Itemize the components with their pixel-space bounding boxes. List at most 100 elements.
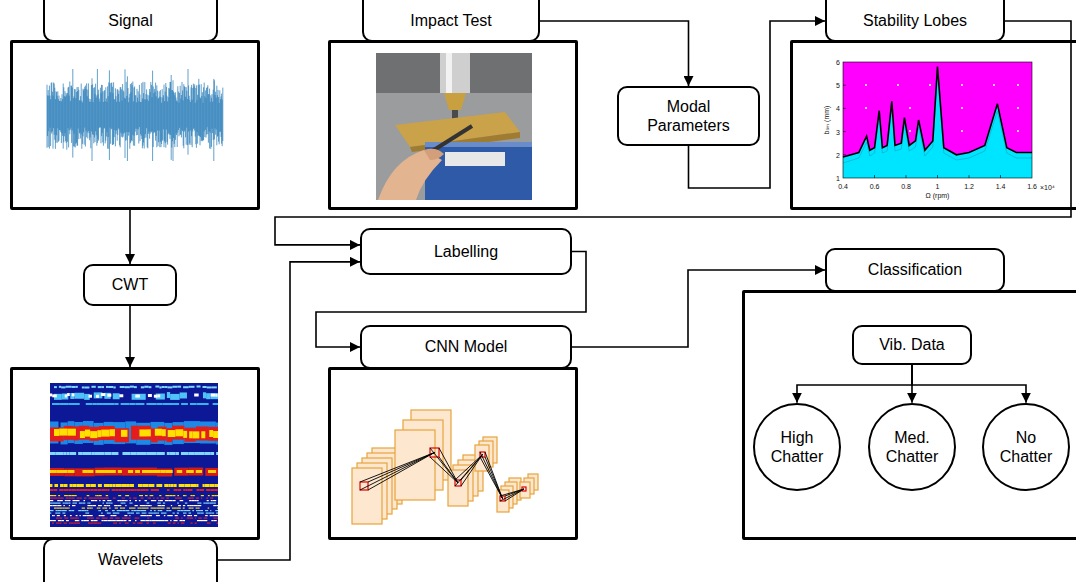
- wavelet-scalogram: [198, 510, 201, 511]
- cnn-illustration: [368, 453, 435, 491]
- wavelet-scalogram: [156, 484, 159, 487]
- wavelet-scalogram: [118, 489, 121, 491]
- axis-tick-label: 6: [836, 59, 840, 66]
- wavelet-scalogram: [177, 495, 179, 496]
- wavelet-scalogram: [84, 386, 89, 388]
- wavelet-scalogram: [177, 513, 179, 514]
- wavelet-scalogram: [169, 495, 172, 496]
- wavelet-scalogram: [129, 498, 131, 499]
- flow-arrow: [129, 306, 131, 367]
- wavelet-scalogram: [189, 508, 192, 509]
- wavelet-scalogram: [209, 430, 213, 437]
- wavelet-scalogram: [205, 510, 208, 511]
- wavelet-scalogram: [90, 515, 93, 516]
- signal-waveform: [47, 69, 223, 161]
- wavelet-scalogram: [106, 386, 108, 388]
- wavelet-scalogram: [172, 386, 177, 388]
- wavelet-scalogram: [205, 468, 218, 476]
- wavelet-scalogram: [146, 520, 150, 521]
- cnn-illustration: [395, 430, 435, 500]
- stability-lobe-chart: [865, 84, 1019, 132]
- flow-arrow: [275, 21, 1071, 245]
- wavelet-scalogram: [147, 452, 156, 455]
- wavelet-scalogram: [107, 500, 110, 501]
- wavelet-scalogram: [115, 518, 117, 519]
- wavelet-scalogram: [128, 520, 131, 521]
- wavelet-scalogram: [109, 508, 111, 509]
- wavelet-scalogram: [169, 500, 173, 501]
- wavelet-scalogram: [158, 520, 162, 521]
- wavelet-scalogram: [67, 429, 76, 436]
- wavelet-scalogram: [70, 515, 72, 516]
- wavelet-scalogram: [75, 520, 78, 521]
- wavelet-scalogram: [207, 523, 211, 524]
- wavelet-scalogram: [174, 489, 178, 491]
- wavelet-scalogram: [190, 523, 192, 524]
- wavelet-scalogram: [115, 428, 129, 442]
- panel-heading-tab: Signal: [43, 0, 218, 42]
- wavelet-scalogram: [191, 498, 194, 499]
- wavelet-scalogram: [89, 503, 91, 504]
- wavelet-scalogram: [163, 503, 165, 504]
- wavelet-scalogram: [123, 508, 125, 509]
- wavelet-scalogram: [59, 489, 63, 491]
- wavelet-scalogram: [50, 510, 54, 511]
- wavelet-scalogram: [109, 503, 111, 504]
- wavelet-scalogram: [175, 429, 183, 436]
- wavelet-scalogram: [117, 518, 120, 519]
- wavelet-scalogram: [124, 503, 126, 504]
- wavelet-scalogram: [108, 505, 110, 506]
- wavelet-scalogram: [121, 484, 126, 487]
- wavelet-scalogram: [180, 500, 184, 501]
- wavelet-scalogram: [112, 510, 115, 511]
- flow-arrow: [540, 21, 689, 86]
- node-label: Med. Chatter: [880, 428, 944, 466]
- wavelet-scalogram: [174, 520, 178, 521]
- wavelet-scalogram: [165, 520, 168, 521]
- wavelet-scalogram: [158, 510, 160, 511]
- wavelet-scalogram: [82, 452, 92, 455]
- wavelet-scalogram: [145, 513, 146, 514]
- axis-tick-label: 4: [836, 105, 840, 112]
- wavelet-scalogram: [152, 513, 154, 514]
- wavelet-scalogram: [168, 386, 173, 388]
- cnn-illustration: [500, 489, 524, 501]
- wavelet-scalogram: [125, 523, 129, 524]
- cnn-illustration: [360, 482, 368, 490]
- axis-tick-label: 1: [836, 175, 840, 182]
- wavelet-scalogram: [155, 500, 156, 501]
- figure-panel: Signal: [10, 40, 260, 210]
- wavelet-scalogram: [163, 513, 166, 514]
- wavelet-scalogram: [113, 386, 115, 388]
- wavelet-scalogram: [52, 523, 54, 524]
- wavelet-scalogram: [56, 508, 60, 509]
- wavelet-scalogram: [74, 393, 84, 399]
- wavelet-scalogram: [55, 452, 63, 455]
- wavelet-scalogram: [90, 508, 92, 509]
- wavelet-scalogram: [122, 518, 124, 519]
- wavelet-scalogram: [208, 495, 210, 496]
- stability-lobe-chart: [843, 62, 1032, 178]
- wavelet-scalogram: [54, 498, 55, 499]
- wavelet-scalogram: [157, 498, 159, 499]
- wavelet-scalogram: [62, 513, 65, 514]
- wavelet-scalogram: [104, 505, 105, 506]
- wavelet-scalogram: [69, 489, 72, 491]
- wavelet-scalogram: [62, 508, 64, 509]
- wavelet-scalogram: [129, 515, 130, 516]
- wavelet-scalogram: [67, 495, 68, 496]
- wavelet-scalogram: [171, 484, 174, 487]
- wavelet-scalogram: [216, 452, 218, 455]
- wavelet-scalogram: [70, 518, 74, 519]
- wavelet-scalogram: [190, 403, 197, 405]
- wavelet-scalogram: [106, 505, 108, 506]
- wavelet-scalogram: [175, 498, 176, 499]
- wavelet-scalogram: [131, 513, 134, 514]
- wavelet-scalogram: [166, 510, 168, 511]
- wavelet-scalogram: [179, 484, 185, 487]
- wavelet-scalogram: [104, 452, 111, 455]
- wavelet-scalogram: [54, 503, 57, 504]
- wavelet-scalogram: [197, 503, 199, 504]
- wavelet-scalogram: [124, 498, 125, 499]
- wavelet-scalogram: [139, 426, 151, 440]
